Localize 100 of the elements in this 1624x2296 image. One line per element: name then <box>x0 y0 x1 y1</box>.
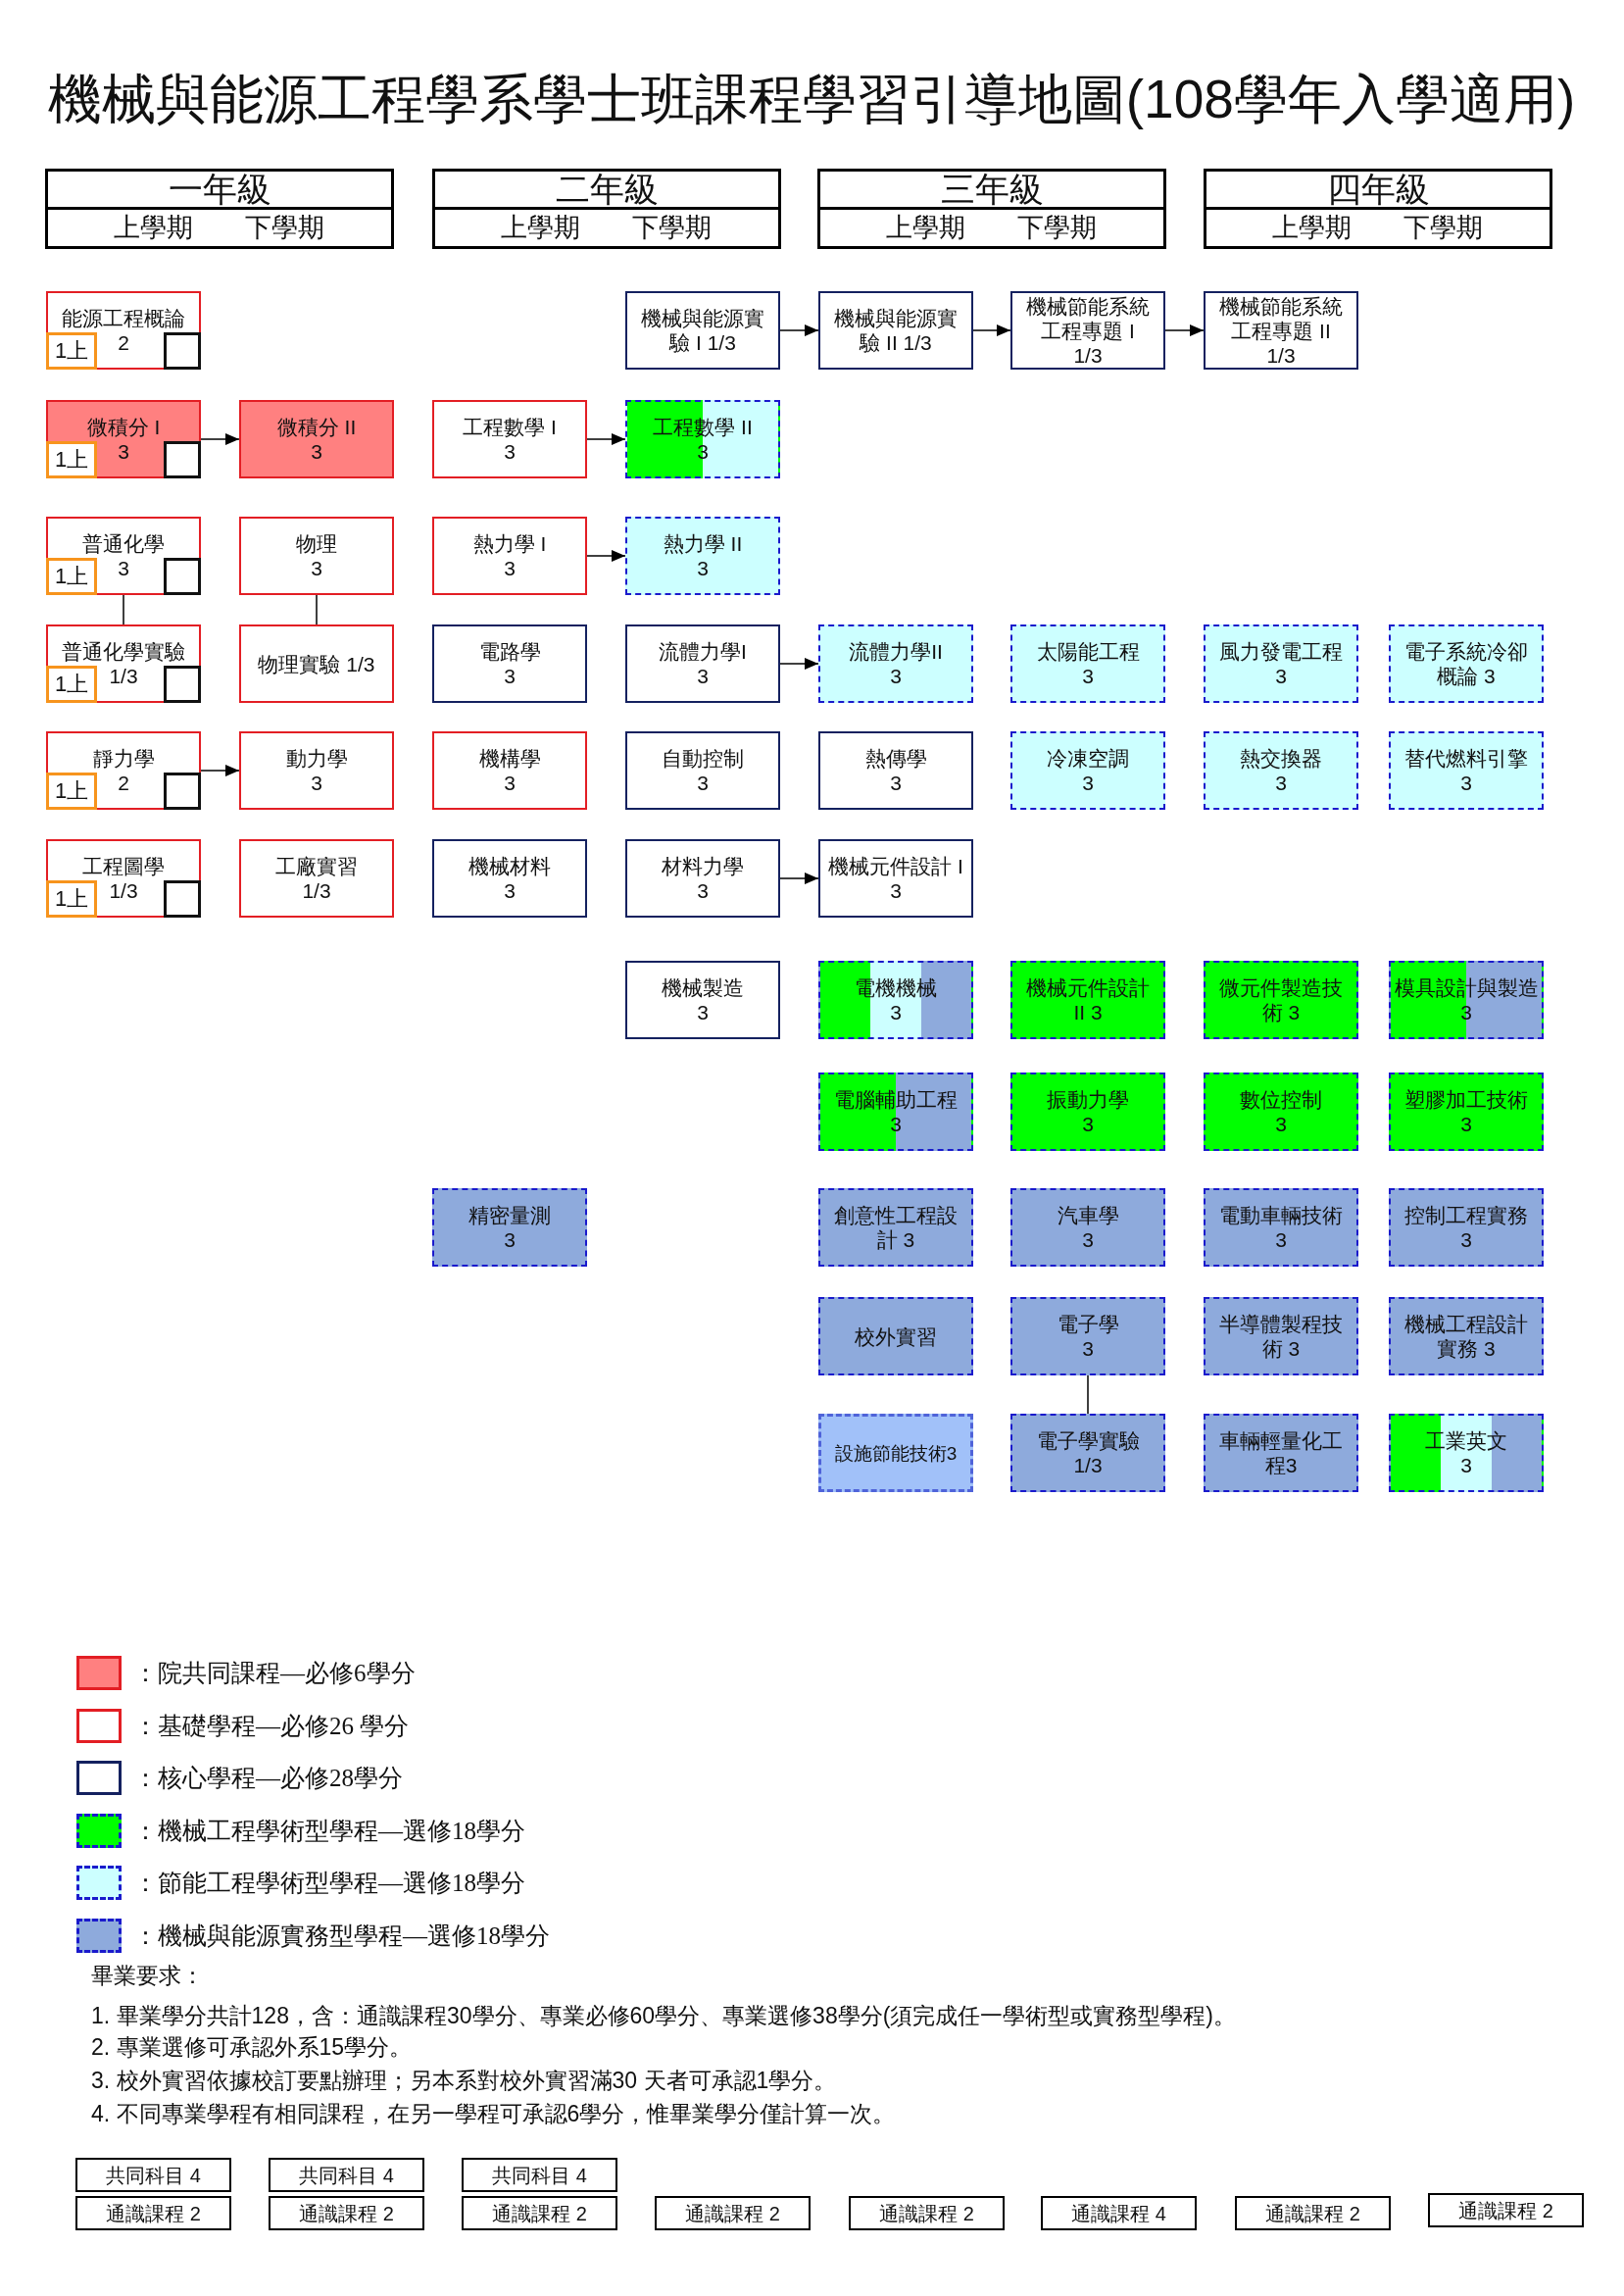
note-text: 1. 畢業學分共計128，含：通識課程30學分、專業必修60學分、專業選修38學分(須完成任一學術型或實務型學程)。 <box>91 2002 1236 2030</box>
course-box <box>849 2196 1005 2230</box>
course-box <box>1010 1073 1165 1151</box>
course-box <box>1010 1414 1165 1492</box>
course-title: 數位控制 <box>1240 1087 1322 1112</box>
note-text: 3. 校外實習依據校訂要點辦理；另本系對校外實習滿30 天者可承認1學分。 <box>91 2067 837 2095</box>
course-title: 共同科目 4 <box>299 2163 394 2187</box>
tag-label: 1上 <box>54 672 89 697</box>
course-box <box>1010 1297 1165 1375</box>
credit-label: 1/3 <box>1073 342 1103 368</box>
course-box <box>432 731 587 810</box>
course-title: 電子學 <box>1057 1312 1119 1336</box>
course-box <box>818 624 973 703</box>
course-title: 自動控制 <box>662 746 744 771</box>
course-title: 電子學實驗 <box>1036 1428 1140 1453</box>
course-title: 電子系統冷卻概論 3 <box>1403 639 1529 688</box>
course-title: 共同科目 4 <box>106 2163 201 2187</box>
credit-label: 3 <box>504 664 516 688</box>
course-title: 熱力學 I <box>472 531 547 556</box>
course-title: 通識課程 2 <box>1265 2201 1360 2225</box>
course-title: 太陽能工程 <box>1036 639 1140 664</box>
course-box <box>1204 291 1358 370</box>
credit-label: 3 <box>1275 1227 1287 1252</box>
course-title: 冷凍空調 <box>1047 746 1129 771</box>
semester-tag <box>46 773 97 810</box>
course-title: 通識課程 2 <box>492 2201 587 2225</box>
note-text: 4. 不同專業學程有相同課程，在另一學程可承認6學分，惟畢業學分僅計算一次。 <box>91 2100 896 2128</box>
semester-label: 下學期 <box>1403 212 1483 244</box>
semester-label: 下學期 <box>245 212 324 244</box>
course-title: 機械元件設計 II 3 <box>1025 975 1151 1024</box>
course-title: 振動力學 <box>1047 1087 1129 1112</box>
credit-label: 3 <box>1275 771 1287 795</box>
course-box <box>432 517 587 595</box>
checkbox-icon <box>164 880 201 918</box>
course-box <box>1010 1188 1165 1267</box>
course-title: 汽車學 <box>1057 1203 1119 1227</box>
course-title: 能源工程概論 <box>62 306 185 330</box>
course-title: 塑膠加工技術 <box>1404 1087 1528 1112</box>
course-title: 電路學 <box>478 639 541 664</box>
course-title: 機械工程設計實務 3 <box>1403 1312 1529 1361</box>
year-header-box <box>45 169 394 249</box>
year-label: 三年級 <box>940 172 1044 208</box>
credit-label: 3 <box>697 771 709 795</box>
course-title: 流體力學I <box>659 639 747 664</box>
course-box <box>239 839 394 918</box>
course-box <box>1204 961 1358 1039</box>
course-title: 通識課程 4 <box>1071 2201 1166 2225</box>
course-box <box>75 2196 231 2230</box>
year-label: 四年級 <box>1326 172 1430 208</box>
course-box <box>1389 1188 1544 1267</box>
course-title: 工廠實習 <box>275 854 358 878</box>
course-title: 機械與能源實驗 I 1/3 <box>640 306 765 355</box>
credit-label: 3 <box>1082 1227 1094 1252</box>
course-title: 物理 <box>296 531 337 556</box>
year-label: 二年級 <box>555 172 659 208</box>
course-title: 熱交換器 <box>1240 746 1322 771</box>
course-title: 通識課程 2 <box>685 2201 780 2225</box>
course-box <box>1389 624 1544 703</box>
semester-label: 下學期 <box>1017 212 1097 244</box>
arrow <box>779 658 819 670</box>
course-box <box>818 1073 973 1151</box>
credit-label: 3 <box>890 664 902 688</box>
checkbox-icon <box>164 441 201 478</box>
page-title: 機械與能源工程學系學士班課程學習引導地圖(108學年入學適用) <box>47 68 1576 131</box>
credit-label: 3 <box>504 878 516 903</box>
course-box <box>432 1188 587 1267</box>
credit-label: 3 <box>697 439 709 464</box>
course-title: 流體力學II <box>849 639 943 664</box>
course-title: 微元件製造技術 3 <box>1218 975 1344 1024</box>
course-box <box>1204 1188 1358 1267</box>
credit-label: 3 <box>311 771 322 795</box>
course-box <box>1041 2196 1197 2230</box>
course-box <box>1204 1414 1358 1492</box>
legend-label: ：院共同課程—必修6學分 <box>133 1659 416 1688</box>
course-title: 靜力學 <box>92 746 155 771</box>
year-header-box <box>1204 169 1552 249</box>
course-box <box>1010 624 1165 703</box>
course-box <box>46 517 201 595</box>
checkbox-icon <box>164 773 201 810</box>
connector-line <box>316 594 318 625</box>
course-title: 共同科目 4 <box>492 2163 587 2187</box>
legend-label: ：基礎學程—必修26 學分 <box>133 1711 410 1741</box>
semester-tag <box>46 880 97 918</box>
note-text: 2. 專業選修可承認外系15學分。 <box>91 2033 413 2062</box>
credit-label: 3 <box>1460 1453 1472 1477</box>
course-title: 精密量測 <box>468 1203 551 1227</box>
course-box <box>46 839 201 918</box>
course-title: 物理實驗 1/3 <box>258 651 375 676</box>
checkbox-icon <box>164 332 201 370</box>
course-title: 機械材料 <box>468 854 551 878</box>
semester-label: 上學期 <box>500 212 580 244</box>
note-heading: 畢業要求： <box>91 1962 204 1990</box>
semester-label: 上學期 <box>113 212 193 244</box>
credit-label: 3 <box>311 439 322 464</box>
arrow <box>200 433 240 445</box>
course-title: 微積分 II <box>276 415 357 439</box>
tag-label: 1上 <box>54 886 89 912</box>
course-title: 半導體製程技術 3 <box>1218 1312 1344 1361</box>
course-box <box>432 400 587 478</box>
course-box <box>625 961 780 1039</box>
